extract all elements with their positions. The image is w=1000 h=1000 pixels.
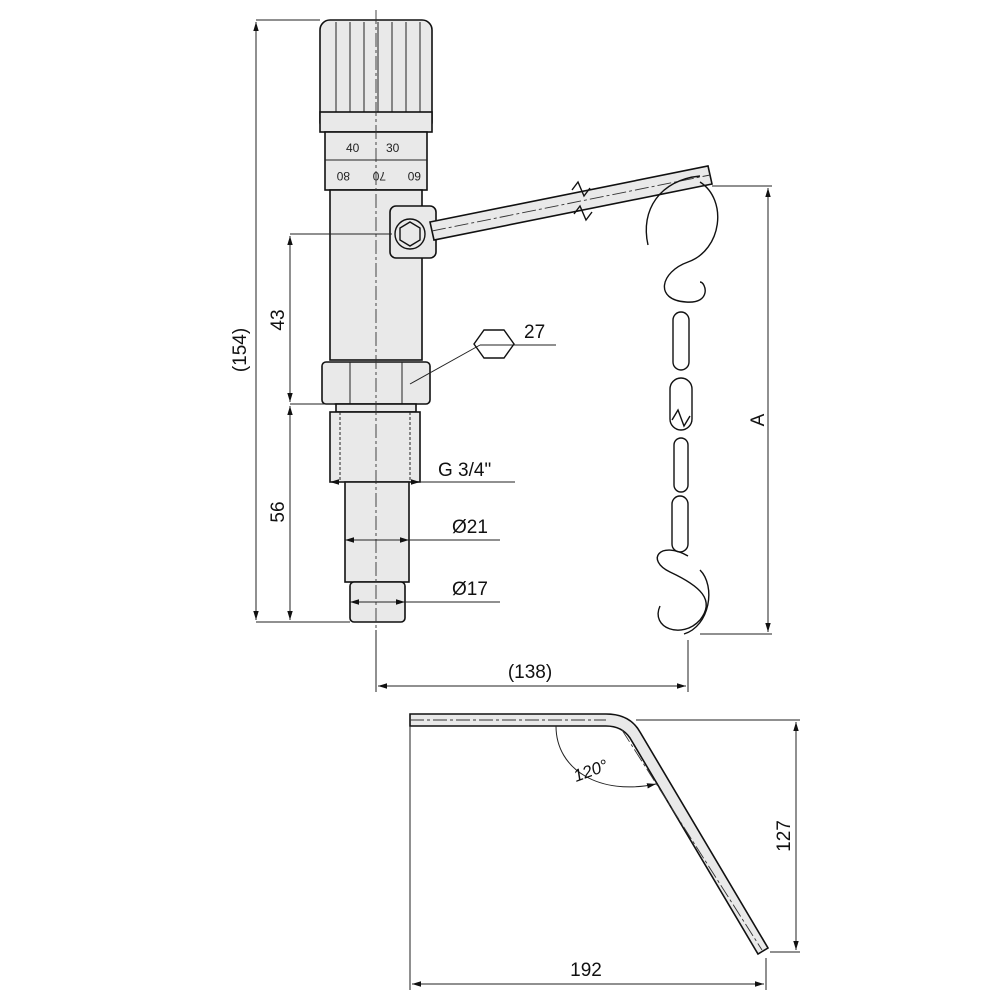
- scale-mark-80: 80: [336, 169, 350, 183]
- dim-rod-width: 192: [570, 960, 602, 981]
- stem-dia-21: [344, 481, 410, 583]
- dim-thread: G 3/4": [438, 460, 491, 481]
- dim-chain-length: A: [748, 413, 769, 426]
- scale-mark-60: 60: [407, 169, 421, 183]
- valve-assembly: 40 30 80 70 60: [319, 10, 437, 690]
- scale-mark-30: 30: [386, 141, 400, 155]
- dim-dia-21: Ø21: [452, 517, 488, 538]
- dim-horizontal-reach: (138): [508, 662, 552, 683]
- dim-hex-size: 27: [524, 322, 545, 343]
- thread-section: [329, 411, 421, 483]
- dim-lower-length: 56: [268, 501, 289, 522]
- dim-upper-length: 43: [268, 309, 289, 330]
- scale-mark-70: 70: [372, 169, 386, 183]
- rod-dimension-lines: [409, 719, 800, 990]
- chain-assembly: [645, 175, 719, 635]
- dim-dia-17: Ø17: [452, 579, 488, 600]
- scale-mark-40: 40: [346, 141, 360, 155]
- bent-rod: [409, 713, 770, 956]
- dim-bend-angle: 120°: [571, 756, 611, 786]
- break-mark-icon: [571, 180, 593, 222]
- hexagon-icon: [473, 329, 515, 359]
- lever-arm: [429, 165, 713, 241]
- dimension-lines: [253, 19, 772, 692]
- dim-rod-height: 127: [774, 820, 795, 852]
- clamp-block: [389, 205, 437, 259]
- dim-total-height: (154): [230, 328, 251, 372]
